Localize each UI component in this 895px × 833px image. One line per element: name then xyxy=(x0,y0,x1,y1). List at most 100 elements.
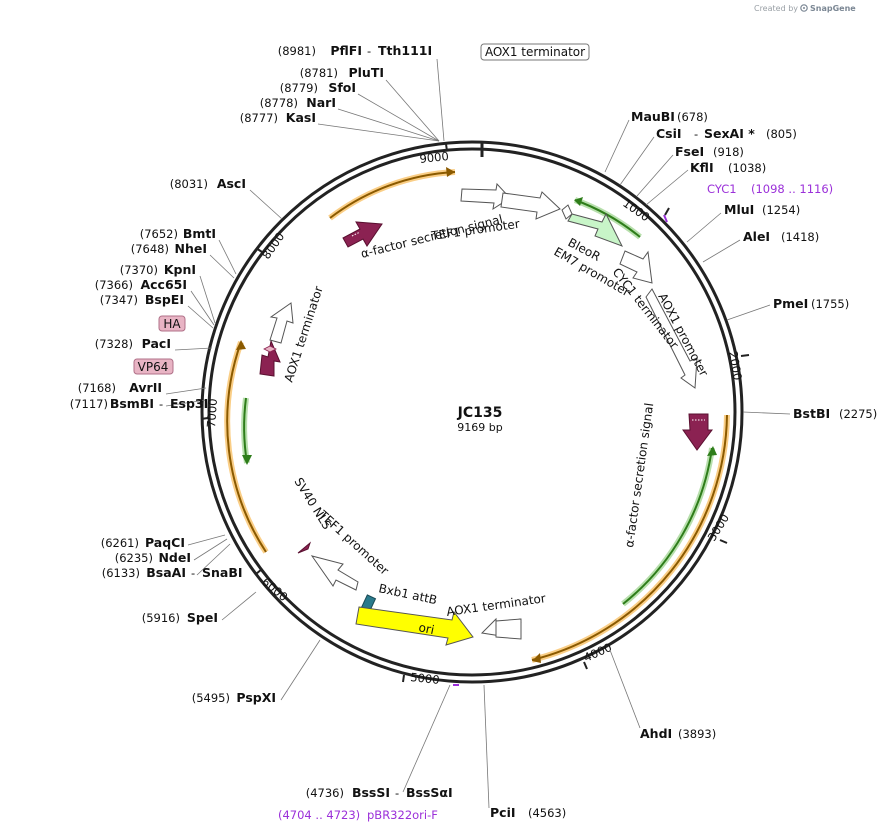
site-leader xyxy=(436,58,445,142)
restriction-site: CsiI-SexAI *(805) xyxy=(656,126,797,141)
tick-mark xyxy=(664,207,670,216)
site-name: AvrII xyxy=(129,380,162,395)
tef1-arrow-left xyxy=(310,555,359,591)
tick-label: 1000 xyxy=(620,196,652,224)
site-position: (7347) xyxy=(100,293,138,307)
restriction-site: PaqCI(6261) xyxy=(101,535,185,550)
site-position: (8777) xyxy=(240,111,278,125)
tag-ha-label: HA xyxy=(163,317,181,331)
primer-ori-range: (4704 .. 4723) xyxy=(278,808,360,822)
restriction-site: NdeI(6235) xyxy=(115,550,191,565)
feature-green-arrow-right xyxy=(622,447,713,605)
site-leader xyxy=(636,154,674,197)
site-leader xyxy=(193,538,228,561)
site-leader xyxy=(199,275,216,324)
site-leader xyxy=(385,79,440,142)
site-position: (1755) xyxy=(811,297,849,311)
restriction-site: PciI(4563) xyxy=(490,805,566,820)
site-leader xyxy=(645,169,689,206)
restriction-site: Acc65I(7366) xyxy=(95,277,187,292)
site-leader xyxy=(483,684,490,809)
primer-ori: (4704 .. 4723) pBR322ori-F xyxy=(278,808,438,822)
site-name: CsiI xyxy=(656,126,682,141)
restriction-site: KflI(1038) xyxy=(690,160,766,175)
ori-arrow xyxy=(355,606,474,646)
site-name: BssSI xyxy=(352,785,390,800)
restriction-site: Tth111I-PflFI(8981) xyxy=(278,43,432,58)
site-separator: - xyxy=(395,786,399,800)
site-name-2: BssSαI xyxy=(406,785,453,800)
site-name: BsaAI xyxy=(146,565,186,580)
site-position: (5495) xyxy=(192,691,230,705)
tick-mark xyxy=(200,417,209,420)
site-name: SpeI xyxy=(187,610,218,625)
site-position: (5916) xyxy=(142,611,180,625)
sv40-nls-arrow xyxy=(297,541,312,554)
site-position: (7652) xyxy=(140,227,178,241)
site-leader xyxy=(337,108,440,142)
restriction-site: SnaBI-BsaAI(6133) xyxy=(102,565,243,580)
site-leader xyxy=(402,684,451,793)
restriction-sites: Tth111I-PflFI(8981)PluTI(8781)SfoI(8779)… xyxy=(70,43,878,820)
site-leader xyxy=(165,399,207,407)
snapgene-logo-icon xyxy=(800,4,808,12)
aox1-promoter-arrow xyxy=(645,288,698,389)
restriction-site: BssSαI-BssSI (4736) xyxy=(306,785,453,800)
tick-mark xyxy=(255,568,263,575)
tick-mark xyxy=(402,674,405,683)
site-name: AhdI xyxy=(640,726,672,741)
features xyxy=(224,167,730,686)
site-name: BsmBI xyxy=(110,396,154,411)
site-leader xyxy=(726,304,771,321)
site-position: (8981) xyxy=(278,44,316,58)
tick-label: 4000 xyxy=(582,640,614,665)
tick-mark xyxy=(719,539,728,544)
site-leader xyxy=(609,649,641,729)
label-bxb1: Bxb1 attB xyxy=(377,581,438,607)
restriction-site: PmeI(1755) xyxy=(773,296,849,311)
site-leader xyxy=(619,136,655,186)
alpha-factor-arrow-top xyxy=(342,221,383,248)
site-name: BspEI xyxy=(145,292,184,307)
backbone xyxy=(200,140,744,684)
feature-arrowhead-left xyxy=(236,340,246,350)
restriction-site: NarI(8778) xyxy=(260,95,336,110)
alpha-factor-arrow-right xyxy=(682,413,713,451)
label-aox1-term-left: AOX1 terminator xyxy=(282,284,326,384)
tag-vp64-label: VP64 xyxy=(138,360,169,374)
site-name: PluTI xyxy=(348,65,384,80)
tick-label: 7000 xyxy=(204,398,220,428)
restriction-site: SfoI(8779) xyxy=(280,80,356,95)
tag-vp64: VP64 xyxy=(133,358,174,375)
restriction-site: SpeI (5916) xyxy=(142,610,218,625)
feature-arrow-top xyxy=(329,171,456,219)
restriction-site: BstBI(2275) xyxy=(793,406,877,421)
restriction-site: Esp3I-BsmBI(7117) xyxy=(70,396,209,411)
label-sv40: SV40 NLS xyxy=(291,475,334,532)
site-name: NarI xyxy=(306,95,336,110)
site-leader xyxy=(249,189,283,220)
site-leader-lines xyxy=(165,58,791,809)
site-leader xyxy=(209,254,235,279)
site-position: (3893) xyxy=(678,727,716,741)
site-separator: - xyxy=(159,397,163,411)
label-aox1-term-bottom: AOX1 terminator xyxy=(445,591,546,619)
site-position: (7370) xyxy=(120,263,158,277)
site-separator: - xyxy=(367,44,371,58)
site-position: (1254) xyxy=(762,203,800,217)
site-name: Acc65I xyxy=(140,277,187,292)
primer-cyc1: CYC1 (1098 .. 1116) xyxy=(707,182,833,196)
restriction-site: PacI(7328) xyxy=(95,336,171,351)
site-name: MluI xyxy=(724,202,754,217)
site-name: AscI xyxy=(217,176,246,191)
site-position: (7168) xyxy=(78,381,116,395)
site-position: (6235) xyxy=(115,551,153,565)
site-name: SfoI xyxy=(328,80,356,95)
site-position: (4736) xyxy=(306,786,344,800)
restriction-site: AvrII (7168) xyxy=(78,380,162,395)
tick-label: 8000 xyxy=(259,230,287,262)
site-separator: - xyxy=(191,566,195,580)
feature-green-arrowhead-left xyxy=(242,455,252,465)
site-position: (1038) xyxy=(728,161,766,175)
